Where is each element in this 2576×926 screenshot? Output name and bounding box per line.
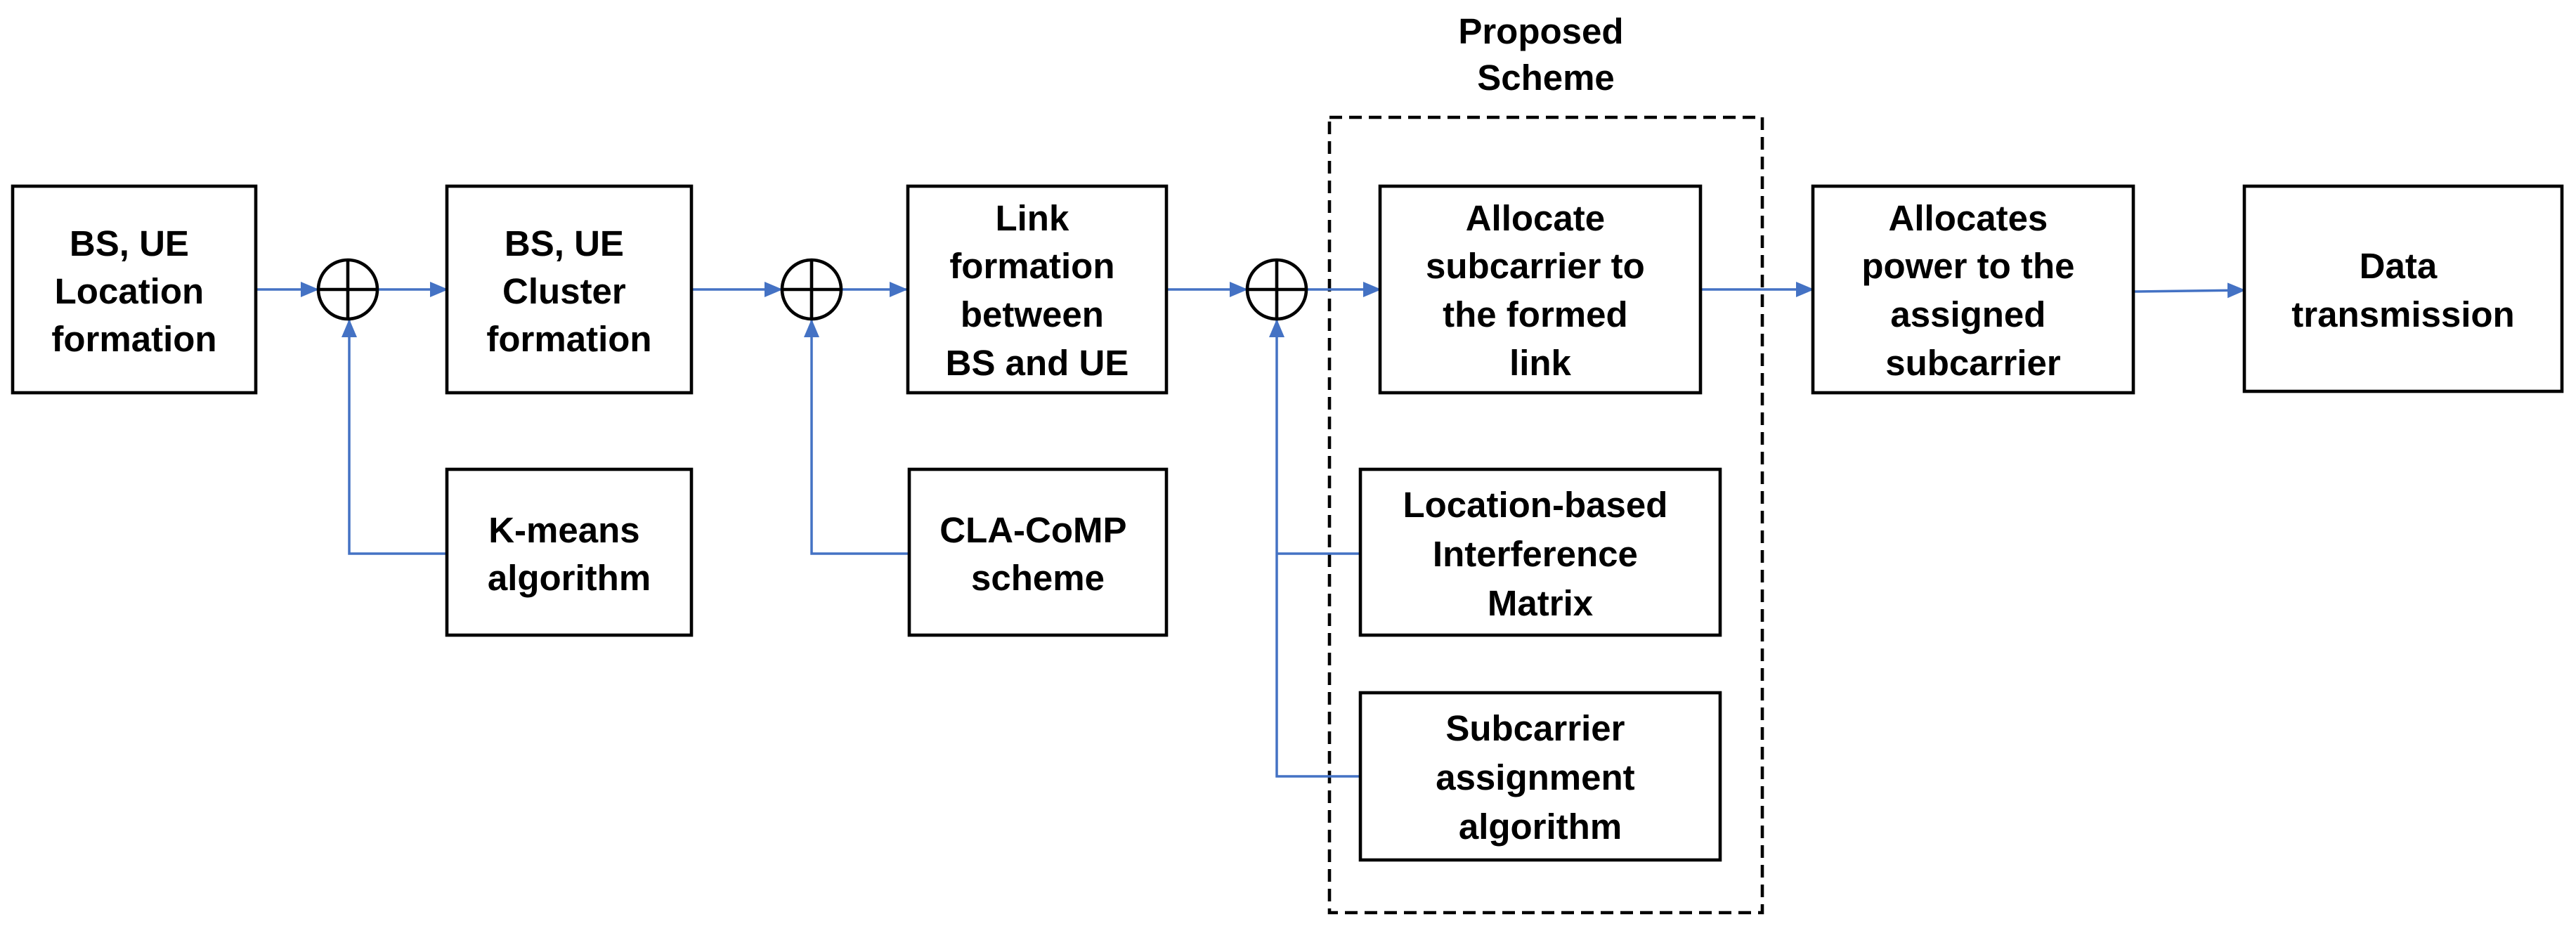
arrow-kmeans-to-sum1 xyxy=(341,319,447,555)
svg-text:Data transmission: Data transmission xyxy=(2291,246,2514,334)
svg-text:Link formation bet: Link formation between BS and UE xyxy=(946,198,1129,383)
block-bs-ue-cluster-formation: BS, UE Cluster formation xyxy=(445,184,694,395)
sum-junction-1 xyxy=(316,258,379,321)
block-interference-matrix: Location-based Interference Matrix xyxy=(1358,467,1722,637)
proposed-scheme-label: Proposed Scheme xyxy=(1458,11,1633,98)
block-cla-comp-scheme: CLA-CoMP scheme xyxy=(907,467,1169,637)
svg-text:K-means algorithm: K-means algorithm xyxy=(488,510,651,598)
sum-junction-3 xyxy=(1245,258,1308,321)
arrow-subcarrier-to-sum3 xyxy=(1269,319,1360,778)
block-data-transmission: Data transmission xyxy=(2242,184,2564,393)
arrow-power-to-transmission xyxy=(2133,282,2246,299)
arrow-clacomp-to-sum2 xyxy=(804,319,909,555)
svg-text:Location-based Interfere: Location-based Interference Matrix xyxy=(1403,485,1677,623)
svg-text:CLA-CoMP scheme: CLA-CoMP scheme xyxy=(939,510,1136,598)
block-bs-ue-location-formation: BS, UE Location formation xyxy=(11,184,258,395)
block-allocate-power: Allocates power to the assigned subcarri… xyxy=(1811,184,2135,395)
block-kmeans-algorithm: K-means algorithm xyxy=(445,467,694,637)
svg-text:BS, UE Cluster for: BS, UE Cluster formation xyxy=(486,223,651,359)
block-link-formation: Link formation between BS and UE xyxy=(906,184,1169,395)
svg-text:Allocates power to the: Allocates power to the assigned subcarri… xyxy=(1861,198,2084,383)
svg-text:Allocate subcarrier to: Allocate subcarrier to the formed link xyxy=(1426,198,1655,383)
svg-text:Subcarrier assignment: Subcarrier assignment algorithm xyxy=(1436,708,1645,847)
svg-text:BS, UE Location fo: BS, UE Location formation xyxy=(51,223,216,359)
block-subcarrier-assignment: Subcarrier assignment algorithm xyxy=(1358,691,1722,862)
sum-junction-2 xyxy=(780,258,843,321)
proposed-scheme-boundary xyxy=(1327,115,1764,915)
block-allocate-subcarrier: Allocate subcarrier to the formed link xyxy=(1378,184,1703,395)
